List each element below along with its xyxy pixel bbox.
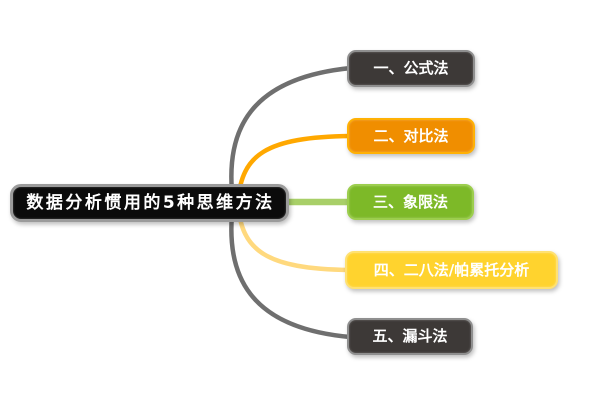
branch-node-label: 二、对比法 [373,126,449,145]
branch-node-pareto[interactable]: 四、二八法/帕累托分析 [345,251,558,289]
branch-node-label: 三、象限法 [372,192,448,211]
root-node-label: 数据分析惯用的5种思维方法 [26,192,275,213]
branch-node-formula[interactable]: 一、公式法 [347,50,475,87]
root-node[interactable]: 数据分析惯用的5种思维方法 [10,184,289,222]
branch-node-funnel[interactable]: 五、漏斗法 [347,318,473,355]
branch-node-label: 一、公式法 [373,59,449,77]
connector-branch-1 [229,65,354,204]
connector-branch-5 [229,202,353,340]
branch-node-label: 四、二八法/帕累托分析 [373,260,530,279]
branch-node-quadrant[interactable]: 三、象限法 [347,184,474,220]
branch-node-label: 五、漏斗法 [372,327,448,345]
branch-node-comparison[interactable]: 二、对比法 [347,118,475,154]
